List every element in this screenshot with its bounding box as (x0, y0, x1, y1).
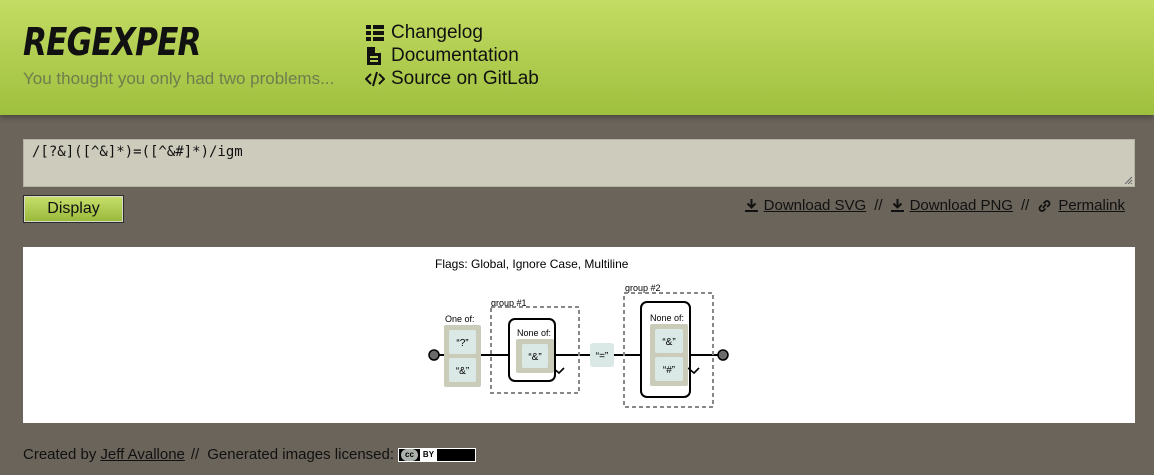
regex-diagram: Flags: Global, Ignore Case, Multiline On… (23, 247, 1135, 423)
cc-license-badge[interactable]: cc BY (398, 447, 477, 462)
nav-menu: Changelog Documentation Source on GitLab (365, 21, 539, 90)
start-node (428, 349, 440, 361)
nav-source-label: Source on GitLab (391, 67, 539, 89)
regex-input[interactable] (23, 139, 1135, 187)
one-of-label: One of: (445, 314, 475, 324)
download-svg-label: Download SVG (763, 197, 867, 214)
logo[interactable]: REGEXPER (23, 20, 202, 64)
literal-box (590, 343, 614, 367)
charset-item-text: “&” (456, 366, 469, 377)
group1-none-of-label: None of: (517, 328, 551, 338)
author-link[interactable]: Jeff Avallone (100, 446, 185, 463)
download-icon (744, 198, 758, 212)
end-node (717, 349, 729, 361)
footer: Created by Jeff Avallone // Generated im… (23, 446, 477, 463)
loop-arrow-icon (687, 367, 700, 375)
charset-item (655, 357, 683, 381)
group1-box (490, 306, 580, 394)
code-icon (365, 71, 385, 86)
download-links: Download SVG // Download PNG // Permalin… (744, 197, 1125, 214)
charset-item-text: “?” (456, 338, 468, 349)
nav-documentation[interactable]: Documentation (365, 44, 539, 67)
literal-text: “=” (596, 351, 609, 362)
header: REGEXPER You thought you only had two pr… (0, 0, 1154, 115)
group1-label: group #1 (491, 298, 527, 308)
download-svg-link[interactable]: Download SVG (744, 197, 867, 214)
charset-item (522, 344, 548, 368)
loop-arrow-icon (552, 367, 565, 375)
tagline: You thought you only had two problems... (23, 69, 335, 88)
cc-badge-cc: cc (401, 448, 418, 461)
document-icon (367, 46, 381, 65)
list-icon (366, 24, 384, 41)
charset-item-text: “&” (528, 352, 541, 363)
download-png-link[interactable]: Download PNG (890, 197, 1013, 214)
charset-item-text: “&” (662, 337, 675, 348)
permalink-link[interactable]: Permalink (1037, 197, 1125, 214)
nav-source[interactable]: Source on GitLab (365, 67, 539, 90)
nav-documentation-label: Documentation (391, 44, 519, 66)
nav-changelog-label: Changelog (391, 21, 483, 43)
download-icon (890, 198, 904, 212)
charset-item (655, 329, 683, 353)
group2-label: group #2 (625, 283, 661, 293)
group2-box (623, 292, 714, 408)
display-button[interactable]: Display (23, 195, 124, 223)
cc-badge-by: BY (419, 448, 438, 461)
link-separator: // (1020, 197, 1030, 214)
link-icon (1038, 199, 1051, 212)
charset-item (449, 330, 476, 354)
group2-none-of-label: None of: (650, 313, 684, 323)
license-label: Generated images licensed: (207, 446, 395, 463)
nav-changelog[interactable]: Changelog (365, 21, 539, 44)
resize-grip-icon[interactable] (1124, 176, 1133, 185)
flags-label: Flags: Global, Ignore Case, Multiline (435, 257, 629, 271)
charset-item (449, 358, 476, 382)
link-separator: // (874, 197, 883, 214)
footer-separator: // (190, 446, 200, 463)
download-png-label: Download PNG (909, 197, 1013, 214)
railroad-diagram: Flags: Global, Ignore Case, Multiline On… (428, 257, 729, 408)
created-by-label: Created by (23, 446, 97, 463)
charset-item-text: “#” (663, 365, 675, 376)
permalink-label: Permalink (1058, 197, 1125, 214)
